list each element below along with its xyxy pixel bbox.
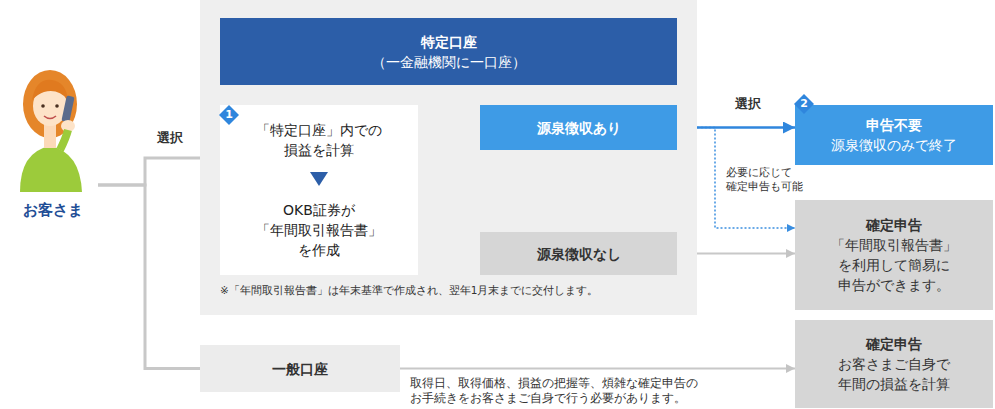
box-text: 一般口座 [272,359,328,379]
connector [98,158,200,185]
box-text: 確定申告 [866,215,922,235]
option-box: 源泉徴収なし [480,232,677,275]
box-subtext: （一金融機関に一口座） [372,52,526,72]
box-subtext: お客さまご自身で 年間の損益を計算 [824,354,964,394]
edge-label: 選択 [155,130,185,146]
customer-node: お客さま [8,60,98,222]
connector [98,185,200,369]
note-text: 取得日、取得価格、損益の把握等、煩雑な確定申告の お手続きをお客さまご自身で行う… [410,376,720,406]
process-box: 「特定口座」内での 損益を計算 OKB証券が 「年間取引報告書」 を作成 [220,105,418,275]
result-box: 確定申告お客さまご自身で 年間の損益を計算 [795,320,993,408]
account-box: 一般口座 [200,345,400,392]
edge-label: 必要に応じて 確定申告も可能 [724,166,828,194]
result-box: 確定申告「年間取引報告書」 を利用して簡易に 申告ができます。 [795,200,993,310]
header-box: 特定口座（一金融機関に一口座） [220,18,677,85]
box-subtext: 「年間取引報告書」 を利用して簡易に 申告ができます。 [824,235,964,295]
box-text: 確定申告 [866,334,922,354]
callout-diamond [219,105,239,125]
box-text: お客さま [23,200,83,220]
result-box: 申告不要源泉徴収のみで終了 [795,105,993,165]
flow-triangle [310,172,328,186]
box-text: 源泉徴収あり [537,118,621,138]
box-text: 申告不要 [866,115,922,135]
customer-illustration [20,70,82,192]
box-subtext: 源泉徴収のみで終了 [831,135,957,155]
box-text: 源泉徴収なし [537,244,621,264]
connector [400,368,795,370]
box-text: 特定口座 [421,32,477,52]
box-subtext: OKB証券が 「年間取引報告書」 を作成 [244,200,394,260]
box-text: 「特定口座」内での 損益を計算 [244,120,394,160]
edge-label: 選択 [733,96,763,112]
callout-diamond [794,94,814,114]
option-box: 源泉徴収あり [480,105,677,150]
account-panel: ※「年間取引報告書」は年末基準で作成され、翌年1月末までに交付します。 特定口座（… [200,0,697,315]
box-text: ※「年間取引報告書」は年末基準で作成され、翌年1月末までに交付します。 [220,283,598,297]
